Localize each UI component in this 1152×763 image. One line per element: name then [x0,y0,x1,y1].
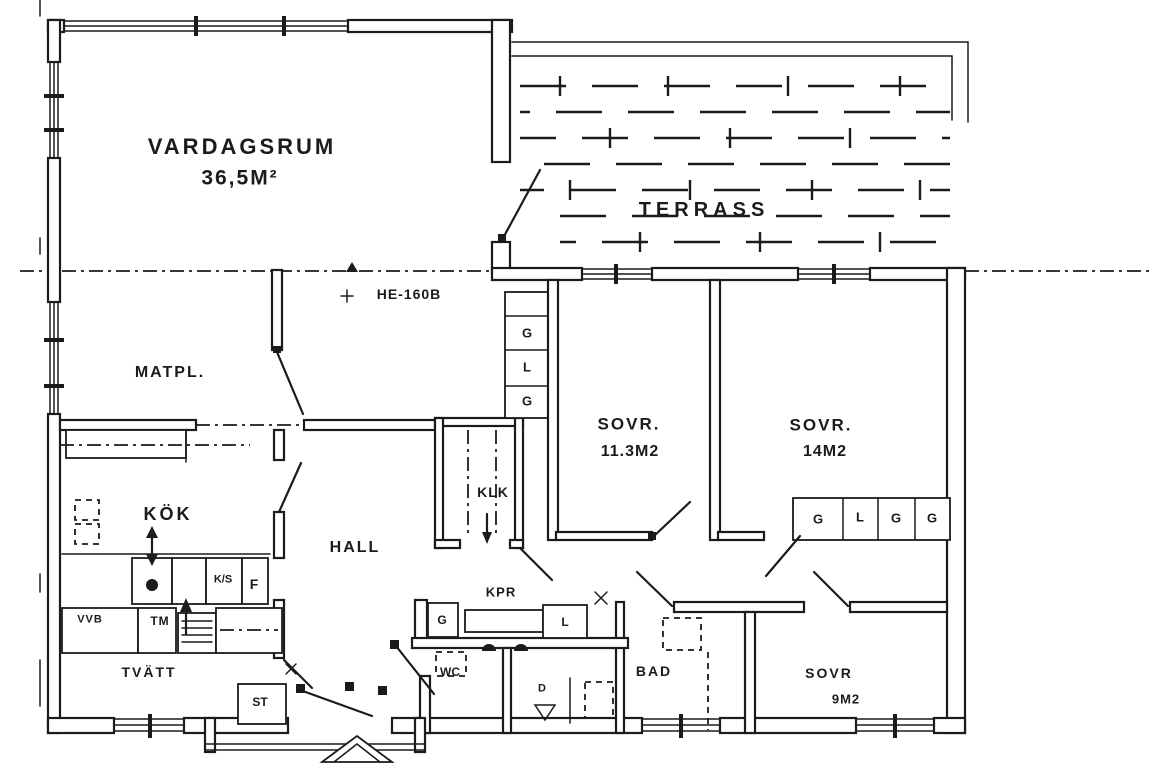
closet-label-kpr-l: L [561,615,569,629]
room-label-klk: KLK [477,484,509,500]
room-label-wc: WC [440,665,460,679]
appliance-label-ks: K/S [213,573,233,586]
closet-label-strip-g2: G [521,393,533,409]
closet-label-kpr-g: G [437,613,447,627]
closet-strip [504,291,549,419]
closet-label-row-g3: G [926,510,938,526]
washing-machine-box [137,607,177,654]
room-label-sovrum-1: SOVR. [597,414,661,434]
appliance-label-f: F [249,576,259,592]
annotation-beam: HE-160B [376,286,442,302]
water-heater-box [61,607,139,654]
fixtures [61,499,709,730]
cooktop-mark [146,579,158,591]
closet-row [792,497,951,541]
terrace-hatch [511,41,969,252]
room-label-sovrum-3: SOVR [805,665,853,681]
room-label-vardagsrum: VARDAGSRUM [147,134,337,159]
appliance-label-tm: TM [150,614,170,628]
kpr-g-closet [427,602,459,638]
closet-label-strip-l: L [523,359,531,375]
closet-label-strip-g1: G [521,325,533,341]
reference-lines [20,262,1150,303]
area-label-vardagsrum: 36,5M² [201,166,279,190]
closet-label-row-g2: G [890,510,902,526]
windows [44,16,934,738]
area-label-sovrum-1: 11.3M2 [600,443,660,460]
area-label-sovrum-2: 14M2 [802,443,848,460]
room-label-terrass: TERRASS [638,199,770,221]
room-label-kpr: KPR [485,584,517,600]
door-stop-mark [514,644,528,651]
kpr-bench [464,609,544,633]
st-closet [237,683,287,725]
door-stop-mark [482,644,496,651]
room-label-matpl: MATPL. [134,364,206,381]
closet-label-st: ST [252,695,268,709]
annotation-shower: D [538,682,546,695]
appliance-label-vvb: VVB [77,613,103,626]
room-label-tvatt: TVÄTT [121,664,177,680]
room-label-kok: KÖK [143,504,193,524]
interior-walls [58,268,951,735]
closet-label-row-l: L [856,509,864,525]
freezer-box [241,557,269,605]
room-label-bad: BAD [635,663,673,679]
doors [273,168,850,718]
floor-drain-icon [533,704,557,722]
kpr-l-closet [542,604,588,639]
area-label-sovrum-3: 9M2 [831,691,861,707]
room-label-sovrum-2: SOVR. [789,415,853,435]
room-label-hall: HALL [329,539,381,556]
entrance-porch [203,716,427,763]
closet-label-row-g1: G [812,511,824,527]
beam-support-mark [346,262,358,272]
entrance-gable-mark [319,734,395,763]
